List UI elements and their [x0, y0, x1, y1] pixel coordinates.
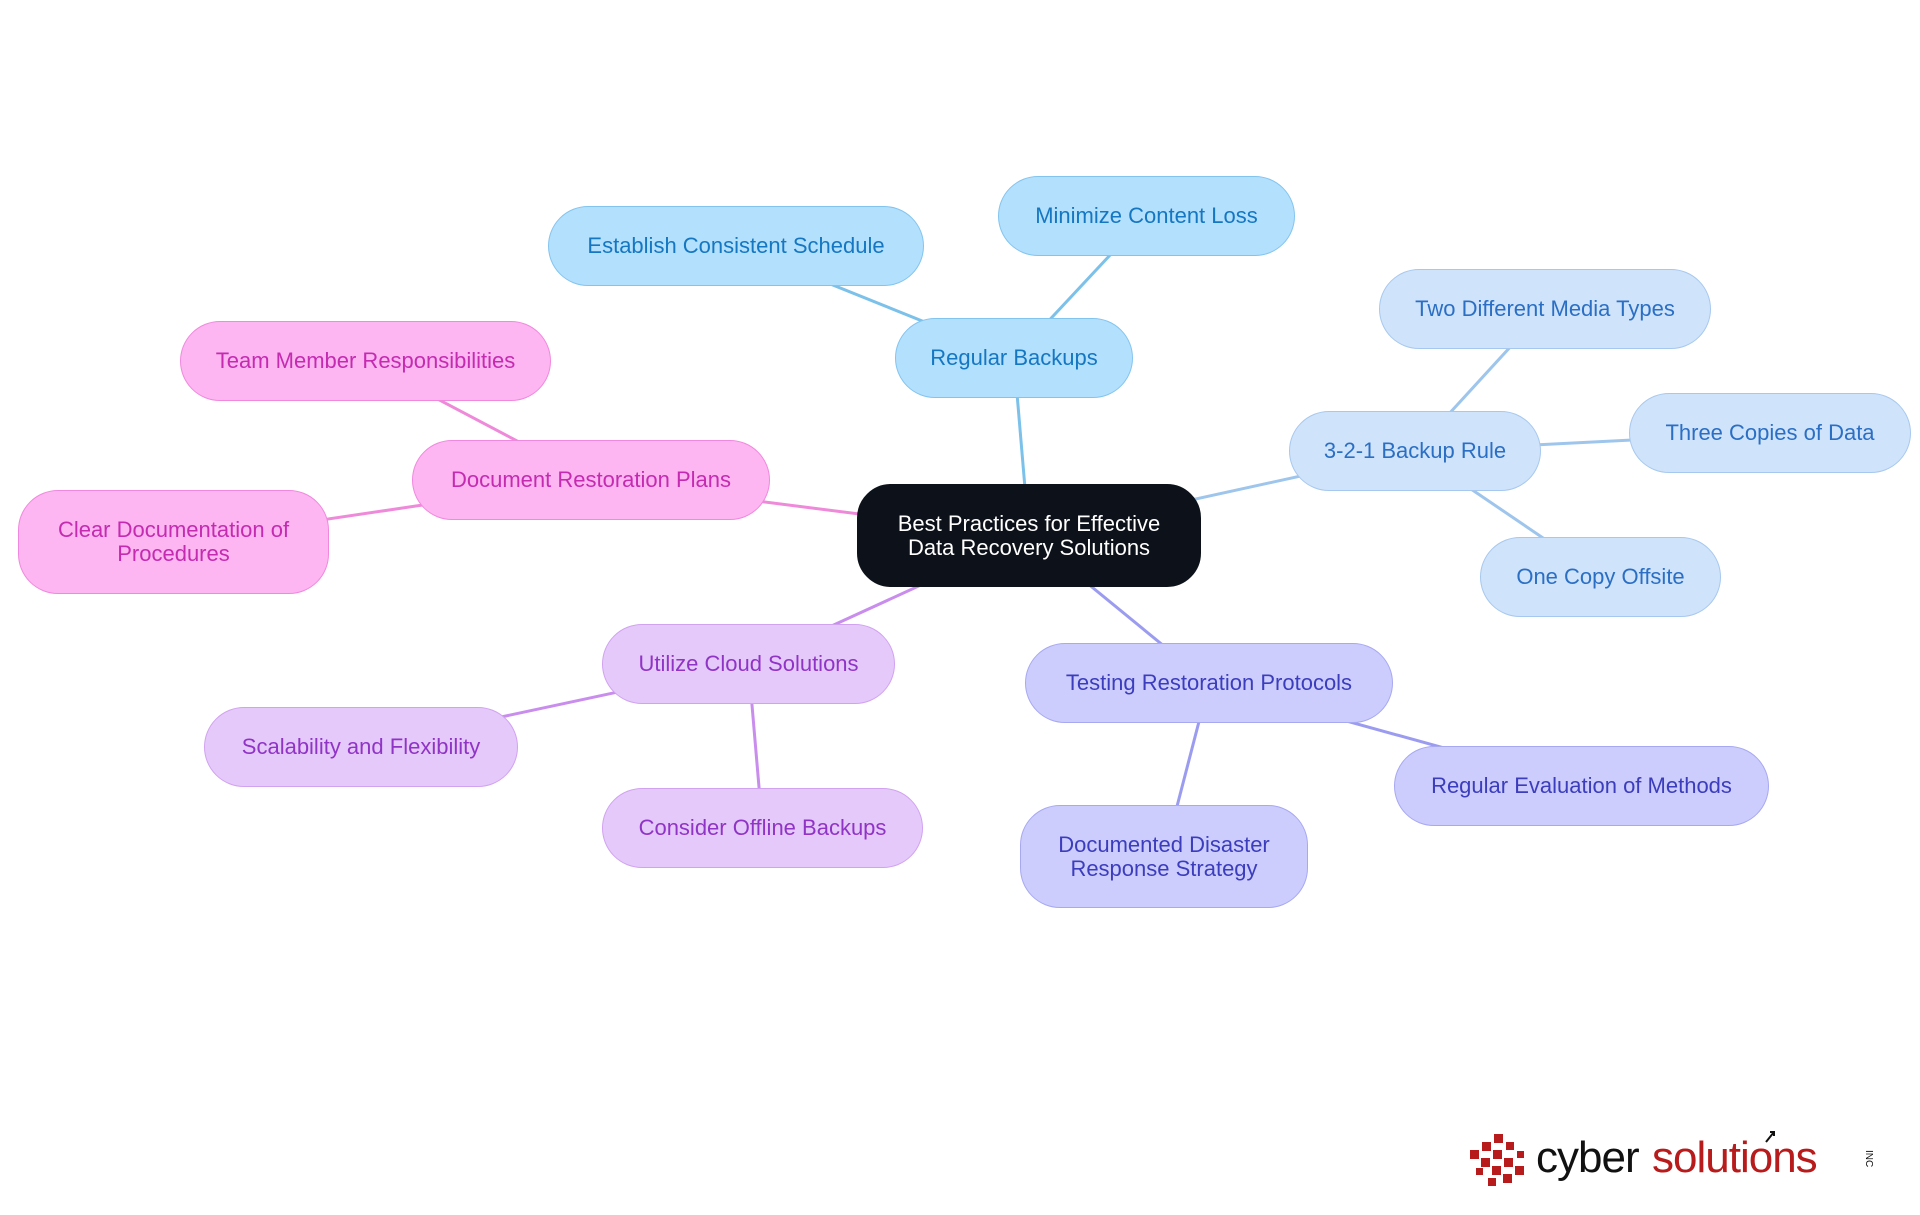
node-three-copies: Three Copies of Data	[1629, 393, 1911, 473]
node-team-responsibilities: Team Member Responsibilities	[180, 321, 551, 401]
node-label: Three Copies of Data	[1665, 420, 1875, 446]
node-label: One Copy Offsite	[1516, 564, 1685, 590]
node-label: Documented Disaster Response Strategy	[1058, 831, 1270, 881]
node-label: 3-2-1 Backup Rule	[1323, 438, 1507, 464]
node-label: Team Member Responsibilities	[215, 348, 516, 374]
node-label: Regular Backups	[930, 345, 1098, 371]
node-regular-backups: Regular Backups	[895, 318, 1133, 398]
root-node: Best Practices for Effective Data Recove…	[857, 484, 1201, 587]
node-label: Consider Offline Backups	[638, 815, 887, 841]
logo-text-cyber: cyber	[1536, 1133, 1639, 1182]
node-establish-schedule: Establish Consistent Schedule	[548, 206, 924, 286]
node-scalability: Scalability and Flexibility	[204, 707, 518, 787]
node-two-media: Two Different Media Types	[1379, 269, 1711, 349]
node-label: Establish Consistent Schedule	[587, 233, 885, 259]
node-restoration-plans: Document Restoration Plans	[412, 440, 770, 520]
node-label: Two Different Media Types	[1415, 296, 1675, 322]
node-label: Clear Documentation of Procedures	[57, 517, 290, 566]
logo-inc: INC	[1863, 1150, 1874, 1167]
cybersolutions-logo: cyber solutions INC	[1470, 1131, 1874, 1186]
node-regular-evaluation: Regular Evaluation of Methods	[1394, 746, 1769, 826]
node-label: Document Restoration Plans	[450, 467, 732, 493]
root-label: Best Practices for Effective Data Recove…	[897, 510, 1161, 560]
node-documented-strategy: Documented Disaster Response Strategy	[1020, 805, 1308, 908]
node-backup-rule: 3-2-1 Backup Rule	[1289, 411, 1541, 491]
node-label: Utilize Cloud Solutions	[638, 651, 859, 677]
node-testing-protocols: Testing Restoration Protocols	[1025, 643, 1393, 723]
node-clear-documentation: Clear Documentation of Procedures	[18, 490, 329, 594]
node-minimize-loss: Minimize Content Loss	[998, 176, 1295, 256]
node-one-offsite: One Copy Offsite	[1480, 537, 1721, 617]
node-label: Regular Evaluation of Methods	[1431, 773, 1732, 799]
node-offline-backups: Consider Offline Backups	[602, 788, 923, 868]
logo-text-solutions: solutions	[1652, 1133, 1817, 1182]
logo-cube-mark	[1470, 1134, 1524, 1186]
node-cloud-solutions: Utilize Cloud Solutions	[602, 624, 895, 704]
node-label: Minimize Content Loss	[1035, 203, 1258, 229]
logo-arrow-mark	[1765, 1131, 1775, 1143]
node-label: Testing Restoration Protocols	[1065, 670, 1353, 696]
node-label: Scalability and Flexibility	[241, 734, 481, 760]
